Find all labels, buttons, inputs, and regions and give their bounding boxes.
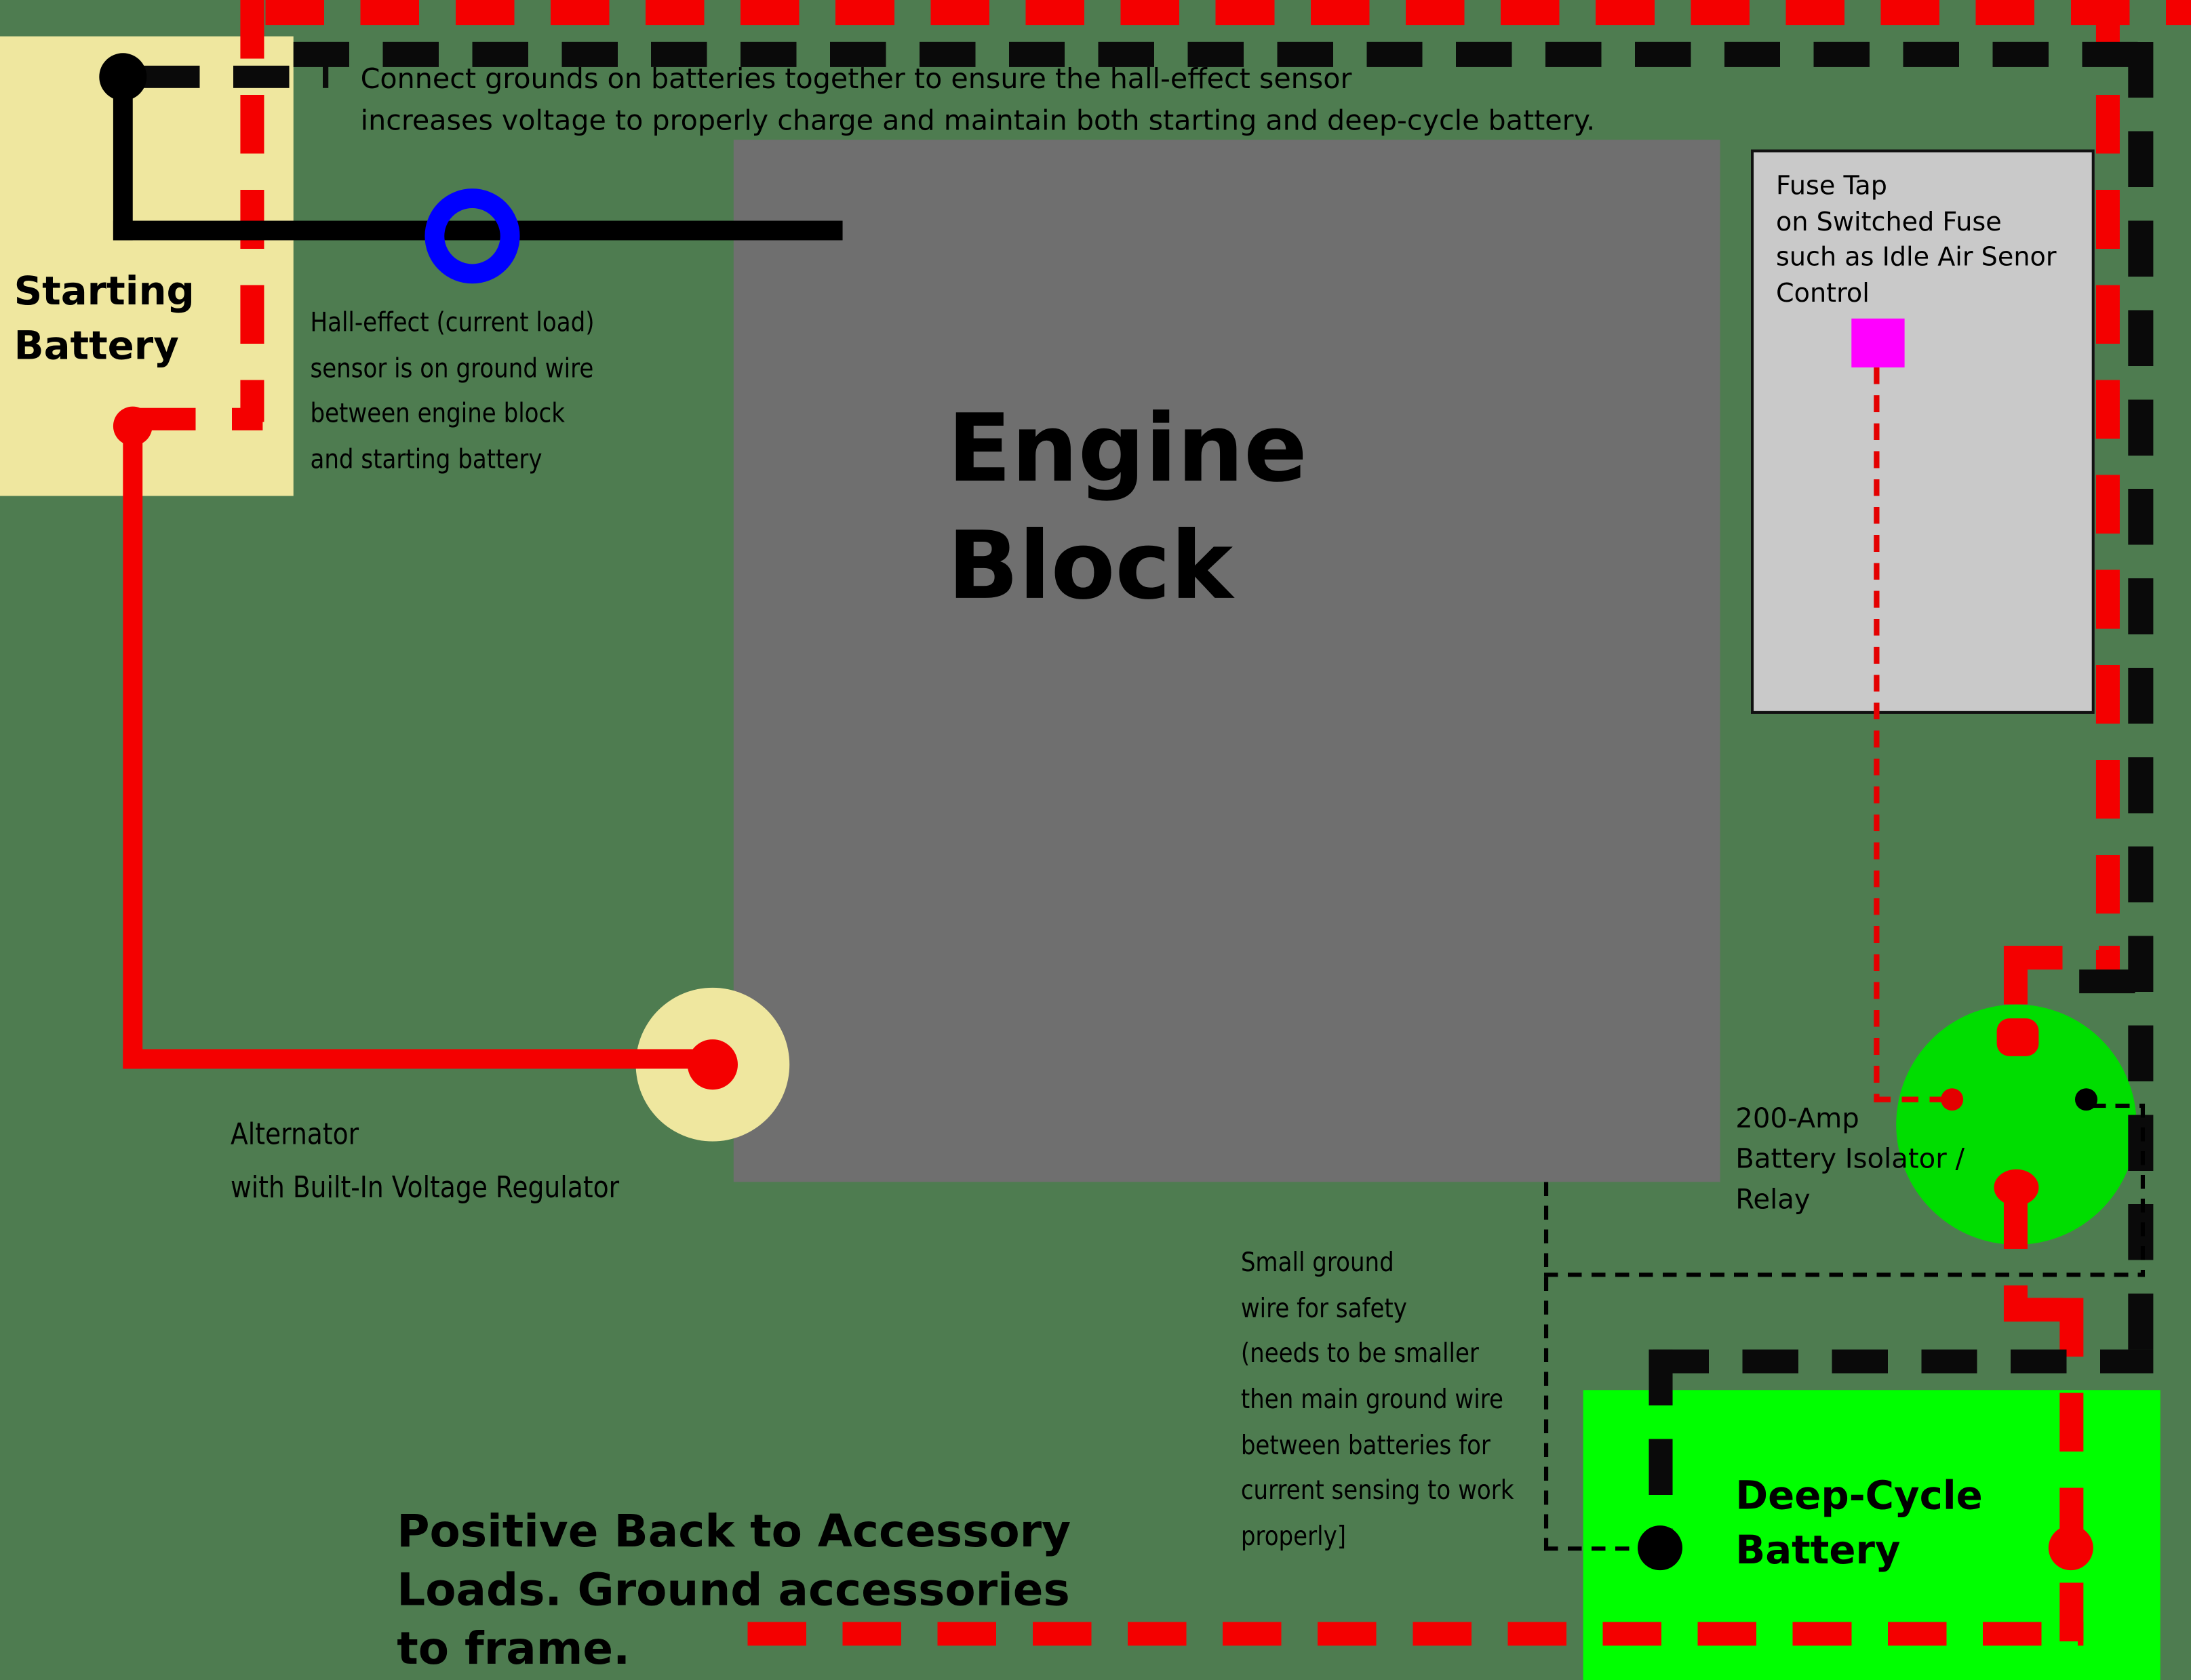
text-line: increases voltage to properly charge and… — [360, 103, 1596, 137]
ground-wire-deep-cycle-horizontal — [1653, 1349, 2154, 1374]
text-line: Control — [1776, 279, 1870, 308]
text-line: between engine block — [310, 398, 565, 430]
text-line: Positive Back to Accessory — [397, 1504, 1071, 1558]
positive-wire-right-vertical — [2095, 0, 2120, 970]
text-line: 200-Amp — [1735, 1102, 1859, 1135]
text-line: on Switched Fuse — [1776, 207, 2002, 237]
ground-wire-top — [293, 41, 2154, 67]
ground-wire-isolator-stub — [2079, 969, 2154, 994]
small-ground-wire-riser — [2140, 1103, 2146, 1277]
deep-cycle-positive-terminal — [2048, 1525, 2093, 1571]
small-ground-wire-to-battery — [1543, 1546, 1649, 1551]
text-line: Battery — [1735, 1527, 1901, 1574]
text-line: Block — [947, 511, 1233, 620]
text-line: Relay — [1735, 1182, 1811, 1216]
text-line: Alternator — [230, 1117, 359, 1151]
isolator-bottom-terminal — [1994, 1169, 2039, 1206]
fuse-tap-wire-horizontal — [1874, 1096, 1950, 1102]
deep-cycle-ground-terminal — [1638, 1525, 1682, 1571]
text-line: Connect grounds on batteries together to… — [360, 61, 1352, 96]
text-line: sensor is on ground wire — [310, 353, 594, 384]
hall-effect-sensor-ring — [425, 188, 520, 284]
starting-battery-positive-terminal — [113, 406, 153, 446]
bottom-note: Positive Back to Accessory Loads. Ground… — [397, 1502, 1071, 1679]
alternator-output-terminal — [687, 1039, 738, 1090]
positive-wire-left-vertical — [240, 0, 264, 422]
isolator-trigger-terminal — [1941, 1088, 1964, 1111]
alternator-note: Alternator with Built-In Voltage Regulat… — [231, 1108, 619, 1215]
text-line: Deep-Cycle — [1735, 1472, 1983, 1519]
fuse-tap-note: Fuse Tap on Switched Fuse such as Idle A… — [1776, 169, 2056, 311]
hall-effect-note: Hall-effect (current load) sensor is on … — [310, 300, 594, 483]
fuse-tap-panel — [1750, 149, 2095, 714]
text-line: Battery — [14, 323, 179, 369]
engine-block-label: Engine Block — [947, 391, 1307, 625]
text-line: Hall-effect (current load) — [310, 307, 595, 338]
positive-wire-solid-vertical — [123, 419, 143, 1069]
ground-wire-into-deep-cycle — [1649, 1349, 1673, 1536]
text-line: and starting battery — [310, 444, 542, 475]
ground-wire-starting-battery-connector — [144, 65, 329, 88]
isolator-note: 200-Amp Battery Isolator / Relay — [1735, 1100, 1965, 1220]
engine-block — [733, 140, 1720, 1182]
positive-wire-accessory-loads — [747, 1622, 2084, 1646]
text-line: Small ground — [1240, 1247, 1394, 1279]
text-line: Starting — [14, 268, 195, 315]
text-line: such as Idle Air Senor — [1776, 243, 2057, 273]
fuse-tap-connector — [1851, 318, 1905, 367]
small-ground-note: Small ground wire for safety (needs to b… — [1241, 1241, 1514, 1560]
text-line: with Built-In Voltage Regulator — [230, 1171, 620, 1205]
text-line: (needs to be smaller — [1240, 1338, 1479, 1370]
text-line: Fuse Tap — [1776, 172, 1888, 201]
text-line: between batteries for — [1240, 1430, 1491, 1461]
positive-wire-solid-to-alternator — [123, 1049, 716, 1069]
small-ground-wire-to-isolator — [2091, 1103, 2146, 1108]
deep-cycle-battery-label: Deep-Cycle Battery — [1735, 1468, 1982, 1578]
small-ground-wire-horizontal — [1543, 1273, 2146, 1277]
text-line: wire for safety — [1240, 1293, 1407, 1324]
text-line: Loads. Ground accessories — [397, 1563, 1070, 1617]
starting-battery-ground-terminal — [99, 53, 147, 101]
text-line: then main ground wire — [1240, 1384, 1503, 1416]
top-note: Connect grounds on batteries together to… — [361, 57, 1596, 141]
small-ground-wire-vertical — [1543, 1182, 1549, 1551]
isolator-ground-terminal — [2074, 1088, 2097, 1111]
text-line: properly] — [1240, 1521, 1347, 1553]
text-line: to frame. — [397, 1622, 631, 1676]
isolator-top-terminal — [1996, 1018, 2039, 1056]
text-line: Battery Isolator / — [1735, 1142, 1965, 1175]
text-line: current sensing to work — [1240, 1475, 1514, 1507]
fuse-tap-wire-vertical — [1874, 367, 1880, 1102]
positive-wire-starting-battery-connector — [136, 407, 263, 431]
positive-wire-top — [265, 0, 2191, 26]
text-line: Engine — [947, 394, 1307, 503]
starting-battery-label: Starting Battery — [14, 264, 195, 373]
